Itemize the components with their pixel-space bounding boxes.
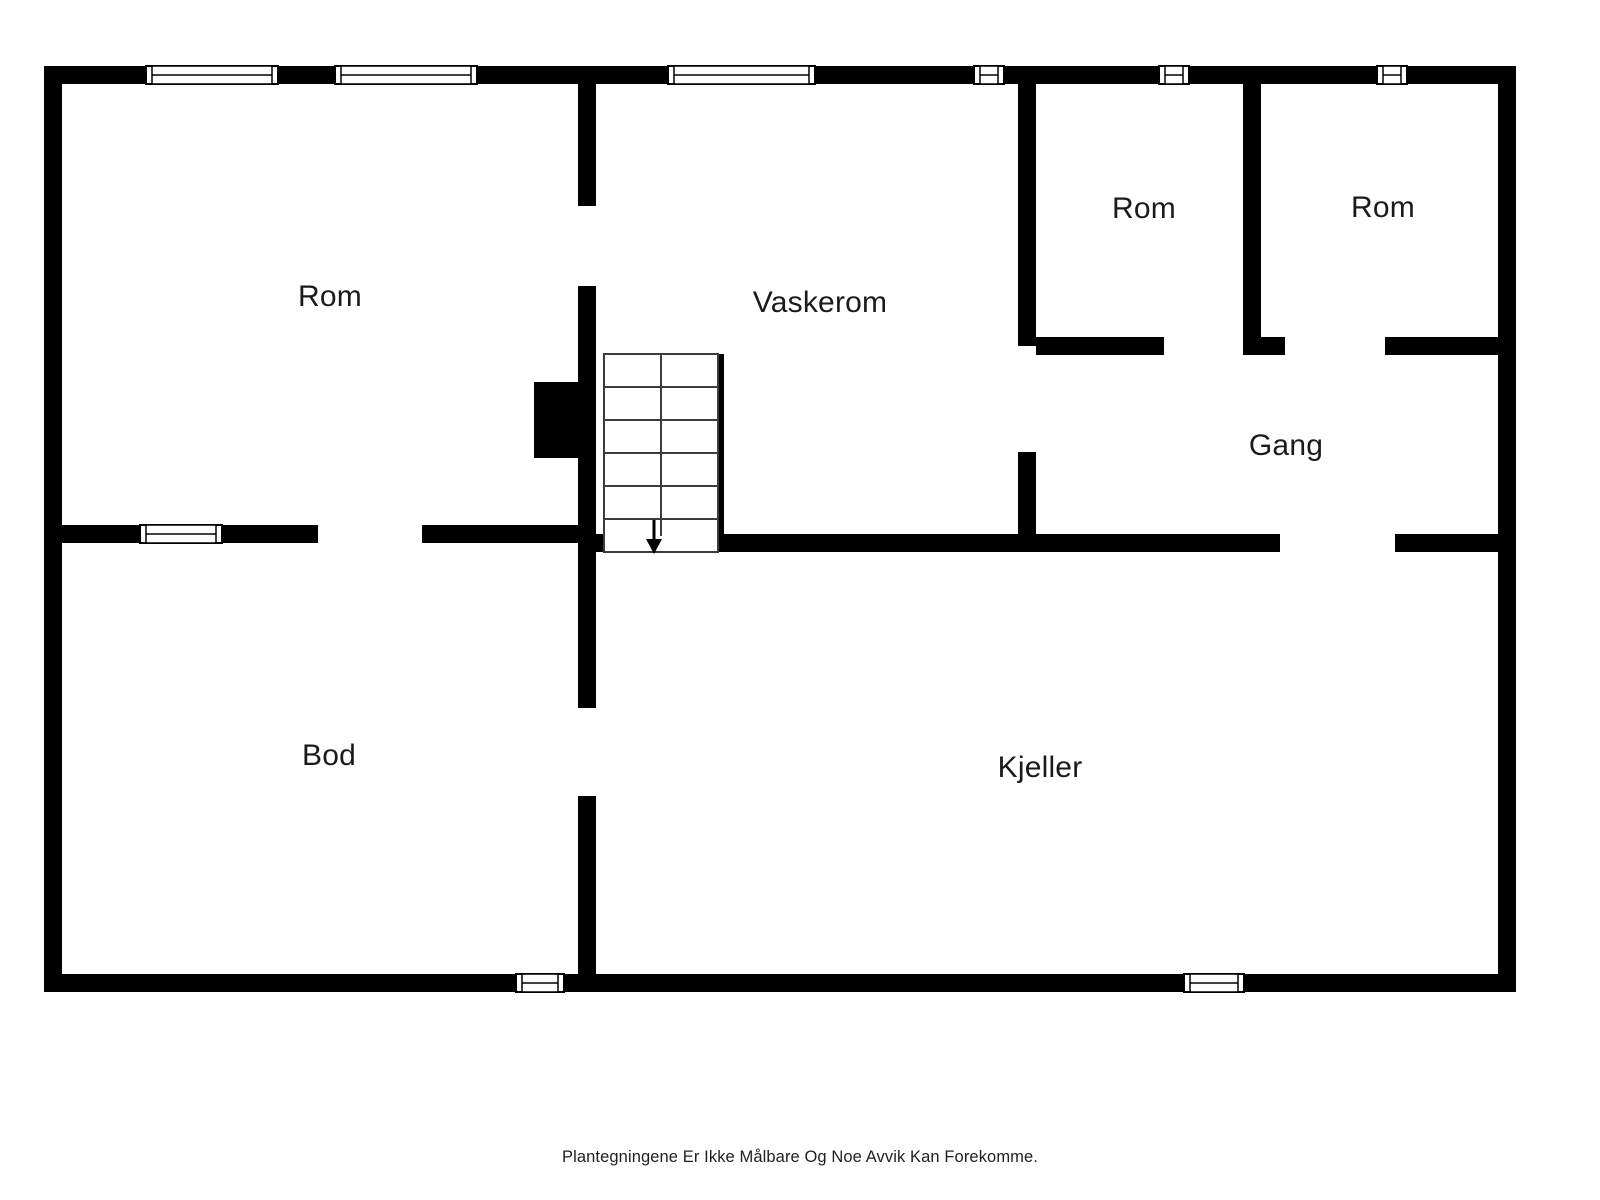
door-gap-bod [318, 525, 422, 543]
window-top-6 [1376, 65, 1408, 85]
staircase [603, 353, 719, 554]
door-gap-kjeller [1280, 534, 1395, 552]
stair-landing-block [534, 382, 586, 458]
wall-exterior-bottom [44, 974, 1516, 992]
wall-exterior-right [1498, 66, 1516, 992]
window-top-3 [667, 65, 816, 85]
walls-group [44, 66, 1516, 992]
door-gap-rom-mid [1164, 337, 1243, 355]
room-label-kjeller: Kjeller [997, 751, 1083, 784]
wall-rom-right-bottom [1385, 337, 1516, 355]
window-top-5 [1158, 65, 1190, 85]
room-label-bod: Bod [302, 739, 356, 772]
room-label-rom-top-mid: Rom [1112, 192, 1176, 225]
wall-rom-divider-foot [1243, 337, 1285, 355]
wall-kjeller-top-right [1395, 534, 1516, 552]
room-label-vaskerom: Vaskerom [752, 286, 888, 319]
door-gap-gang-left [1018, 346, 1036, 452]
wall-center-vertical-lower [578, 552, 596, 708]
door-gap-center-lower [578, 708, 596, 796]
window-top-4 [973, 65, 1005, 85]
room-label-rom-top-left: Rom [298, 280, 362, 313]
wall-rom-mid-bottom [1018, 337, 1164, 355]
window-top-2 [334, 65, 478, 85]
plan-disclaimer-text: Plantegningene Er Ikke Målbare Og Noe Av… [562, 1148, 1038, 1166]
window-top-1 [145, 65, 279, 85]
wall-vaskerom-right-upper [1018, 66, 1036, 346]
door-openings-group [318, 206, 1395, 796]
door-gap-center-upper [578, 206, 596, 286]
window-bottom-2 [1183, 973, 1245, 993]
wall-center-vertical-mid [578, 286, 596, 552]
wall-kjeller-top-mid [1036, 534, 1280, 552]
wall-vaskerom-right-lower [1018, 452, 1036, 552]
wall-rom-divider [1243, 66, 1261, 346]
windows-group [139, 65, 1408, 993]
wall-bod-divider-right [422, 525, 596, 543]
window-bottom-1 [515, 973, 565, 993]
stair-down-arrow-icon [646, 520, 662, 554]
wall-center-vertical-upper [578, 66, 596, 206]
window-bod-divider [139, 524, 223, 544]
door-gap-rom-right [1285, 337, 1385, 355]
room-label-gang: Gang [1248, 429, 1324, 462]
wall-center-vertical-bottom [578, 796, 596, 992]
room-label-rom-top-right: Rom [1351, 191, 1415, 224]
